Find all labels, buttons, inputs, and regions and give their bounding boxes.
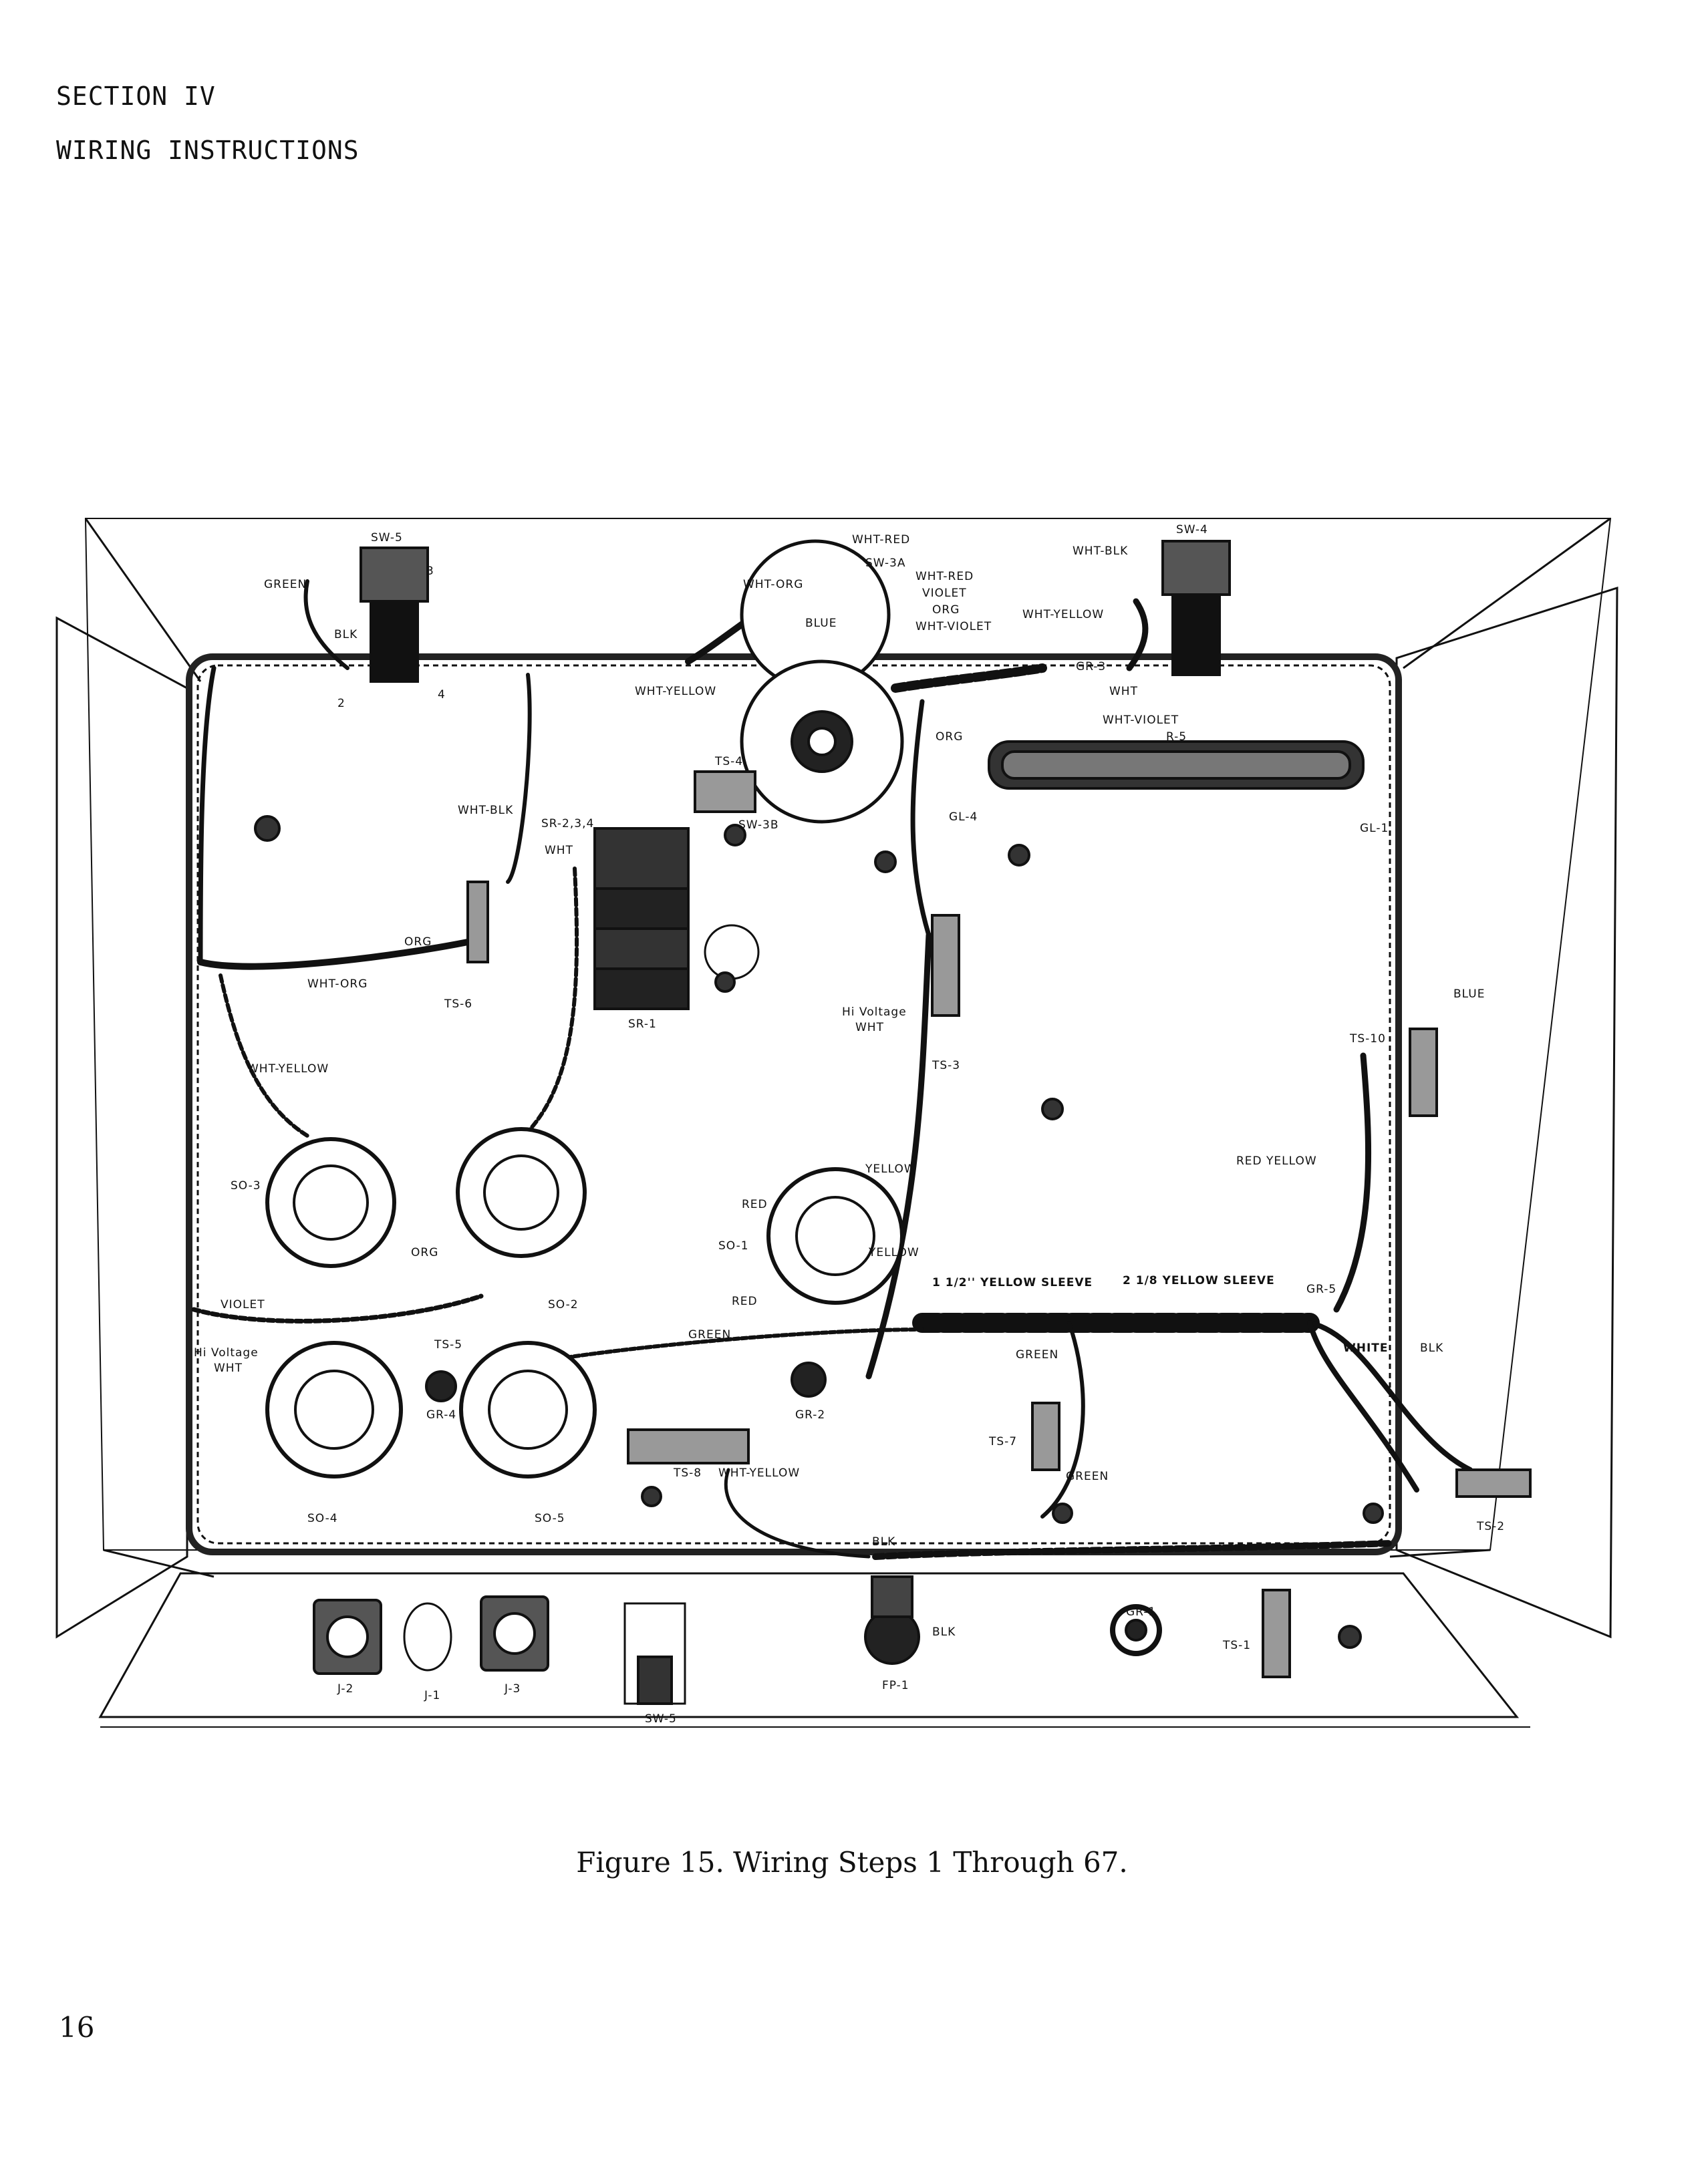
label-sw4: SW-4 [1176,523,1208,536]
label-sw3a: SW-3A [865,557,906,570]
label-wht-hv-mid: WHT [855,1021,884,1034]
label-ts5: TS-5 [434,1338,462,1352]
chassis-frame [55,517,1618,1728]
label-gr1: GR-1 [1126,1605,1156,1619]
label-wht-yellow-r: WHT-YELLOW [1022,608,1104,621]
label-org-l: ORG [404,935,432,949]
label-sw5-top: SW-5 [371,531,403,544]
label-n3: 3 [426,565,434,578]
label-so2: SO-2 [548,1298,579,1311]
label-wht-blk-top: WHT-BLK [1073,544,1128,558]
label-wht-red-top: WHT-RED [852,533,910,547]
label-blue-r: BLUE [1453,987,1485,1001]
label-ts10: TS-10 [1349,1032,1386,1046]
components [254,539,1532,1705]
label-wht-sr: WHT [545,844,573,857]
page-number: 16 [59,2011,95,2044]
label-red-so1: RED [742,1198,768,1211]
label-so1: SO-1 [718,1239,749,1253]
label-org-r: ORG [936,730,963,744]
label-wht-violet-r: WHT-VIOLET [1103,714,1179,727]
label-red-so1b: RED [732,1295,758,1308]
label-gr5: GR-5 [1306,1283,1336,1296]
label-sr234: SR-2,3,4 [541,817,594,830]
label-wht-violet-top: WHT-VIOLET [915,620,992,633]
label-gr4: GR-4 [426,1408,456,1422]
label-wht-hv-l: WHT [214,1362,243,1375]
label-ts1: TS-1 [1222,1639,1251,1652]
label-j1: J-1 [424,1689,440,1702]
label-green-tl: GREEN [264,578,307,591]
label-wht-blk-l: WHT-BLK [458,804,513,817]
label-blk-fp2: BLK [932,1625,956,1639]
figure-caption: Figure 15. Wiring Steps 1 Through 67. [576,1846,1128,1879]
label-green-r: GREEN [1016,1348,1058,1362]
label-sw3b: SW-3B [738,818,779,832]
label-ts8: TS-8 [673,1466,702,1480]
label-yellow-so1: YELLOW [865,1162,916,1176]
label-blue-sw: BLUE [805,617,837,630]
label-ts3: TS-3 [932,1059,960,1072]
label-ts2: TS-2 [1476,1520,1505,1533]
label-red-yellow: RED YELLOW [1236,1154,1317,1168]
label-wht-org-l: WHT-ORG [307,977,368,991]
label-sw5-b: SW-5 [645,1712,677,1726]
label-wht-yellow-b: WHT-YELLOW [718,1466,800,1480]
label-n2: 2 [337,697,345,710]
label-blk-tl: BLK [334,628,358,641]
label-org-top: ORG [932,603,960,617]
label-sleeve1: 1 1/2'' YELLOW SLEEVE [932,1276,1093,1289]
label-blk-r: BLK [1420,1342,1443,1355]
label-violet-l: VIOLET [221,1298,265,1311]
wire-harness [191,578,1473,1560]
label-so4: SO-4 [307,1512,338,1525]
label-j3: J-3 [504,1682,521,1696]
label-green-mid: GREEN [688,1328,731,1342]
label-r5: R-5 [1166,730,1187,744]
label-org-so: ORG [411,1246,438,1259]
label-hv-l: Hi Voltage [194,1346,259,1360]
label-white-r: WHITE [1343,1342,1389,1355]
label-wht-r: WHT [1109,685,1138,698]
label-j2: J-2 [337,1682,353,1696]
label-ts6: TS-6 [444,997,472,1011]
label-gr3: GR-3 [1076,660,1106,673]
label-so3: SO-3 [231,1179,261,1193]
label-ts4: TS-4 [714,755,743,768]
label-wht-red-2: WHT-RED [915,570,974,583]
label-sleeve2: 2 1/8 YELLOW SLEEVE [1123,1274,1275,1287]
label-ts7: TS-7 [988,1435,1017,1448]
label-blk-fp: BLK [872,1535,895,1549]
label-gr2: GR-2 [795,1408,825,1422]
label-gl1: GL-1 [1360,822,1389,835]
label-gl4: GL-4 [949,810,978,824]
label-so5: SO-5 [535,1512,565,1525]
section-heading: SECTION IV [56,82,216,111]
label-green-ts7: GREEN [1066,1470,1109,1483]
label-yellow-so1b: YELLOW [868,1246,919,1259]
label-wht-yellow-l: WHT-YELLOW [247,1062,329,1076]
wiring-diagram-figure: SW-5 GREEN BLK 3 2 4 WHT-RED SW-3A WHT-O… [55,517,1618,1728]
label-hv-mid: Hi Voltage [842,1005,907,1019]
label-wht-org-top: WHT-ORG [743,578,803,591]
label-fp1: FP-1 [882,1679,909,1692]
label-violet-top: VIOLET [922,587,967,600]
section-title: WIRING INSTRUCTIONS [56,136,360,165]
diagram-labels: SW-5 GREEN BLK 3 2 4 WHT-RED SW-3A WHT-O… [194,523,1505,1726]
label-wht-yellow-top: WHT-YELLOW [635,685,716,698]
label-sr1: SR-1 [628,1018,657,1031]
label-n4: 4 [438,688,446,701]
